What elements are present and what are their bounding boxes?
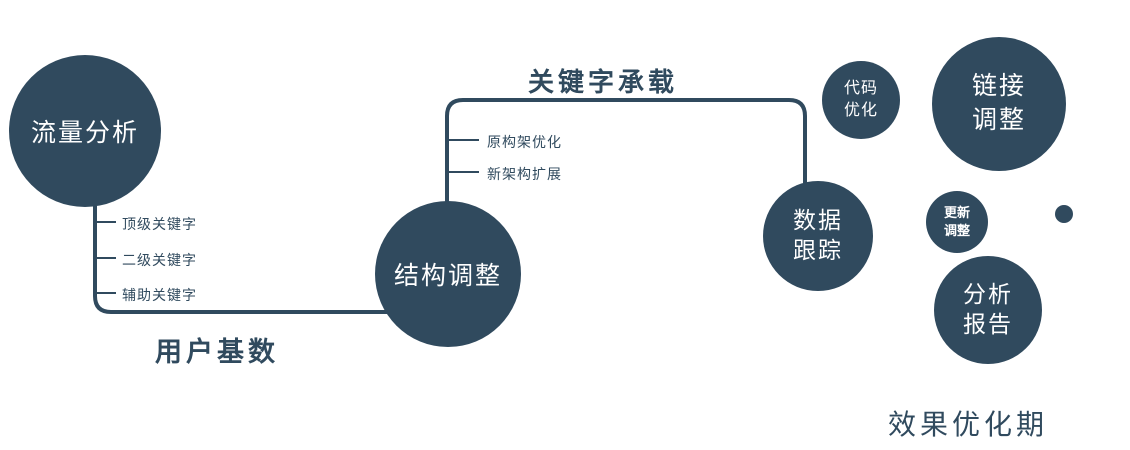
node-label-line1: 数据	[793, 207, 843, 234]
node-analysis-report: 分析 报告	[934, 256, 1042, 364]
node-label: 结构调整	[393, 262, 502, 290]
node-traffic-analysis: 流量分析	[9, 55, 161, 207]
node-label-line1: 链接	[971, 72, 1026, 101]
node-update-adjustment: 更新 调整	[926, 191, 988, 253]
node-label-line2: 调整	[971, 106, 1026, 134]
edge-label-keyword-carrying: 关键字承载	[528, 67, 679, 97]
node-label-line1: 代码	[843, 80, 878, 98]
node-structure-adjustment: 结构调整	[375, 201, 521, 347]
branch-label-new-architecture: 新架构扩展	[487, 166, 562, 182]
node-label-line1: 分析	[963, 281, 1013, 308]
bullet-dot	[1055, 205, 1073, 223]
node-label-line2: 跟踪	[793, 237, 843, 263]
node-link-adjustment: 链接 调整	[932, 37, 1066, 171]
node-label-line1: 更新	[943, 205, 970, 221]
node-data-tracking: 数据 跟踪	[763, 181, 873, 291]
branch-label-top-keyword: 顶级关键字	[122, 216, 197, 232]
node-label-line2: 调整	[943, 223, 970, 238]
node-label: 流量分析	[30, 119, 139, 147]
phase-label-effect-optimization: 效果优化期	[888, 409, 1049, 440]
branch-label-original-architecture: 原构架优化	[487, 134, 562, 150]
node-code-optimization: 代码 优化	[822, 61, 900, 139]
connector-keyword-carrying	[445, 98, 807, 210]
connector-user-base	[93, 192, 396, 314]
node-label-line2: 报告	[963, 311, 1013, 337]
node-label-line2: 优化	[843, 102, 878, 119]
branch-label-auxiliary-keyword: 辅助关键字	[122, 287, 197, 303]
branch-label-second-keyword: 二级关键字	[122, 252, 197, 268]
edge-label-user-base: 用户基数	[155, 337, 279, 367]
